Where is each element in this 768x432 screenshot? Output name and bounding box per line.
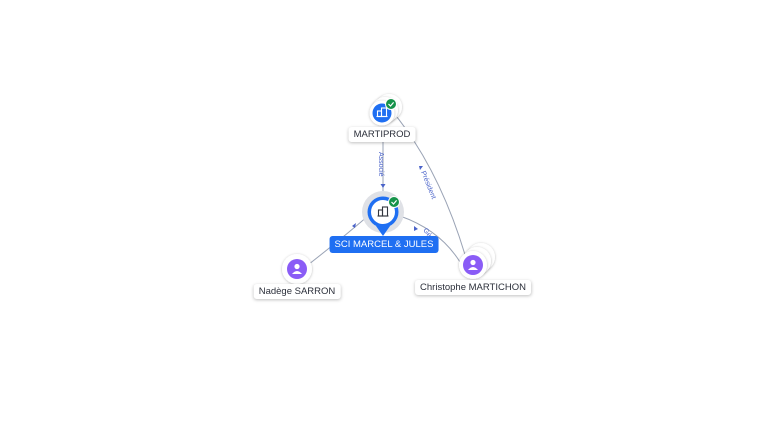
- node-label-sci-marcel-jules[interactable]: SCI MARCEL & JULES: [329, 236, 439, 253]
- arrow-martiprod-sci: [380, 184, 386, 188]
- node-label-christophe-martichon[interactable]: Christophe MARTICHON: [415, 280, 531, 295]
- edge-christophe-martiprod: [392, 111, 467, 259]
- edge-label-associe: Associé: [377, 152, 384, 177]
- person-icon: [468, 259, 478, 270]
- node-christophe-martichon[interactable]: [459, 243, 495, 279]
- person-icon: [292, 263, 302, 274]
- node-nadege-sarron[interactable]: [282, 254, 312, 284]
- node-sci-marcel-jules[interactable]: [362, 191, 404, 236]
- node-label-martiprod[interactable]: MARTIPROD: [348, 127, 416, 142]
- edge-label-president: Président: [419, 170, 437, 200]
- verified-check-icon: [385, 98, 397, 110]
- building-icon: [376, 107, 388, 118]
- arrow-christophe-martiprod: [419, 166, 423, 170]
- building-icon: [377, 206, 389, 217]
- arrow-nadege-sci: [352, 223, 356, 228]
- node-martiprod[interactable]: [369, 94, 403, 126]
- edge-christophe-sci: [399, 215, 461, 263]
- node-label-nadege-sarron[interactable]: Nadège SARRON: [253, 284, 341, 299]
- verified-check-icon: [388, 196, 400, 208]
- arrow-christophe-sci: [414, 226, 418, 231]
